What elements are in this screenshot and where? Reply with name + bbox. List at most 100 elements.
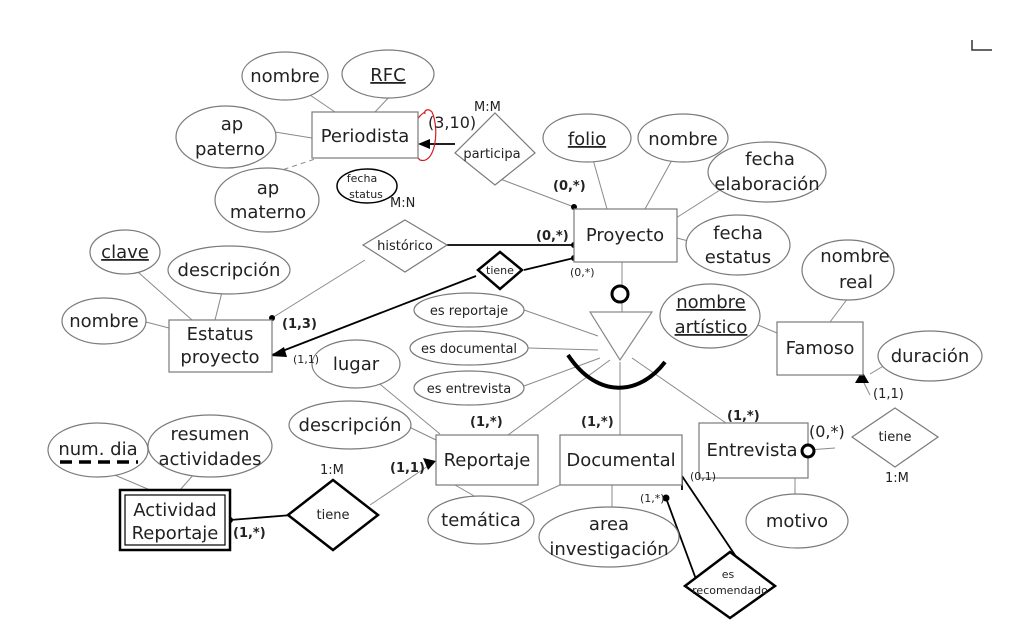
relationship-es-recomendado-line1: es [722,568,735,581]
svg-text:descripción: descripción [178,260,281,281]
entity-actividad-reportaje[interactable]: Actividad Reportaje [118,488,232,552]
card-actividad: (1,*) [233,526,266,541]
entity-periodista-label: Periodista [321,126,410,147]
svg-text:estatus: estatus [705,247,771,268]
svg-text:duración: duración [891,346,970,367]
svg-text:real: real [839,272,873,293]
attr-documental-area-investigacion: area investigación [538,506,680,568]
card-estatus-tiene: (1,1) [293,353,319,366]
svg-text:elaboración: elaboración [714,174,819,195]
svg-text:fecha: fecha [347,172,377,185]
svg-text:temática: temática [441,510,521,531]
card-actividad-type: 1:M [320,463,344,478]
attr-fecha-status: fecha status [336,168,398,204]
svg-text:status: status [349,188,383,201]
entity-famoso[interactable]: Famoso [776,321,864,376]
cardinality-labels: M:M (3,10) (0,*) M:N (0,*) (0,*) (1,3) (… [233,100,909,541]
svg-text:artístico: artístico [675,317,748,338]
svg-text:descripción: descripción [299,415,402,436]
entity-periodista[interactable]: Periodista [311,111,419,159]
entity-documental-label: Documental [566,450,675,471]
relationship-tiene-actividad-label: tiene [317,508,350,523]
card-entrevista-famoso: (0,*) [809,422,845,441]
attr-famoso-nombre-artistico: nombre artístico [659,283,761,349]
attr-famoso-nombre-real: nombre real [801,239,895,301]
svg-text:investigación: investigación [549,539,668,560]
disjoint-circle [610,284,630,304]
attr-discriminator-es-reportaje: es reportaje [413,292,525,328]
attr-estatus-clave: clave [89,229,161,275]
svg-text:area: area [589,514,629,535]
attr-periodista-nombre: nombre [241,51,329,101]
entity-actividad-line1: Actividad [133,500,217,521]
entity-proyecto[interactable]: Proyecto [573,208,678,263]
card-proyecto-tiene: (0,*) [570,266,595,279]
entity-estatus-line2: proyecto [180,347,259,368]
corner-mark [971,40,992,51]
entity-entrevista[interactable]: Entrevista [698,422,809,479]
entrevista-link-circle [800,443,816,459]
relationship-tiene-proyecto-label: tiene [486,264,514,277]
relationship-tiene-famoso[interactable]: tiene [850,407,940,468]
entity-proyecto-label: Proyecto [586,225,664,246]
svg-text:nombre: nombre [820,246,889,267]
svg-text:ap: ap [221,114,243,135]
relationship-historico[interactable]: histórico [361,219,449,273]
relationship-tiene-actividad[interactable]: tiene [285,478,381,552]
relationship-es-recomendado[interactable]: es recomendado [682,550,778,620]
attr-proyecto-nombre: nombre [637,113,729,163]
attr-discriminator-es-documental: es documental [409,330,529,366]
attr-reportaje-descripcion: descripción [288,400,412,450]
isa-triangle [588,311,654,362]
card-entrevista-sub: (1,*) [727,409,760,424]
attr-periodista-rfc: RFC [341,49,435,99]
attr-actividad-num-dia: num. dia [47,422,149,478]
card-documental-rec-1: (1,*) [640,492,665,505]
card-documental-rec-2: (0,1) [690,470,716,483]
svg-text:es entrevista: es entrevista [427,382,511,397]
card-reportaje-actividad: (1,1) [390,461,425,476]
relationship-es-recomendado-line2: recomendado [692,584,768,597]
card-famoso-type: 1:M [885,471,909,486]
relationship-participa[interactable]: participa [454,112,536,186]
arrow-heads [270,139,869,470]
svg-text:nombre: nombre [648,129,717,150]
card-historico-type: M:N [390,196,415,211]
svg-text:clave: clave [101,242,149,263]
attr-reportaje-lugar: lugar [311,339,401,389]
attr-entrevista-motivo: motivo [745,493,849,549]
card-famoso: (1,1) [873,387,904,402]
card-documental-sub: (1,*) [581,415,614,430]
card-periodista: (3,10) [428,113,476,132]
relationship-tiene-proyecto[interactable]: tiene [476,250,524,291]
svg-text:folio: folio [568,129,606,150]
connector-lines [109,93,891,591]
svg-text:motivo: motivo [766,511,828,532]
svg-text:paterno: paterno [195,139,265,160]
attr-proyecto-folio: folio [542,113,632,163]
entity-documental[interactable]: Documental [559,434,683,486]
relationship-historico-label: histórico [377,239,433,254]
entity-estatus-line1: Estatus [187,324,254,345]
attr-estatus-nombre: nombre [61,297,147,345]
card-proyecto-historico: (0,*) [536,229,569,244]
attr-proyecto-fecha-elaboracion: fecha elaboración [707,141,827,203]
svg-text:fecha: fecha [713,223,763,244]
card-reportaje-sub: (1,*) [470,415,503,430]
svg-text:es reportaje: es reportaje [430,304,508,319]
attr-periodista-ap-paterno: ap paterno [175,105,277,169]
svg-text:resumen: resumen [171,424,250,445]
attr-actividad-resumen: resumen actividades [147,414,273,478]
relationship-participa-label: participa [463,147,520,162]
svg-text:materno: materno [230,202,306,223]
attr-rfc-label: RFC [370,65,405,86]
entity-famoso-label: Famoso [786,338,855,359]
specialization [566,284,667,390]
svg-text:num. dia: num. dia [58,439,137,460]
entity-reportaje[interactable]: Reportaje [435,434,539,486]
entity-estatus-proyecto[interactable]: Estatus proyecto [168,319,273,373]
attr-duracion: duración [877,330,983,382]
entity-actividad-line2: Reportaje [132,523,219,544]
svg-text:ap: ap [257,178,279,199]
